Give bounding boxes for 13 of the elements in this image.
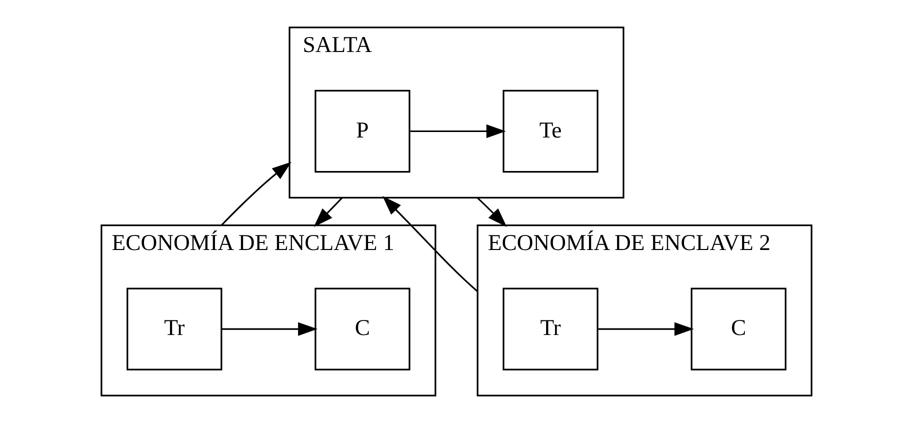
node-box: P	[314, 90, 410, 173]
node-box: Tr	[502, 288, 598, 370]
arrow	[220, 162, 291, 226]
arrow	[313, 197, 342, 228]
arrow	[598, 322, 694, 336]
node-box: Tr	[126, 288, 222, 370]
arrow	[476, 197, 506, 228]
arrow	[410, 124, 506, 138]
arrow	[220, 322, 318, 336]
arrow	[382, 196, 478, 292]
node-box: C	[314, 288, 410, 370]
node-box: C	[690, 288, 786, 370]
node-box: Te	[502, 90, 598, 173]
